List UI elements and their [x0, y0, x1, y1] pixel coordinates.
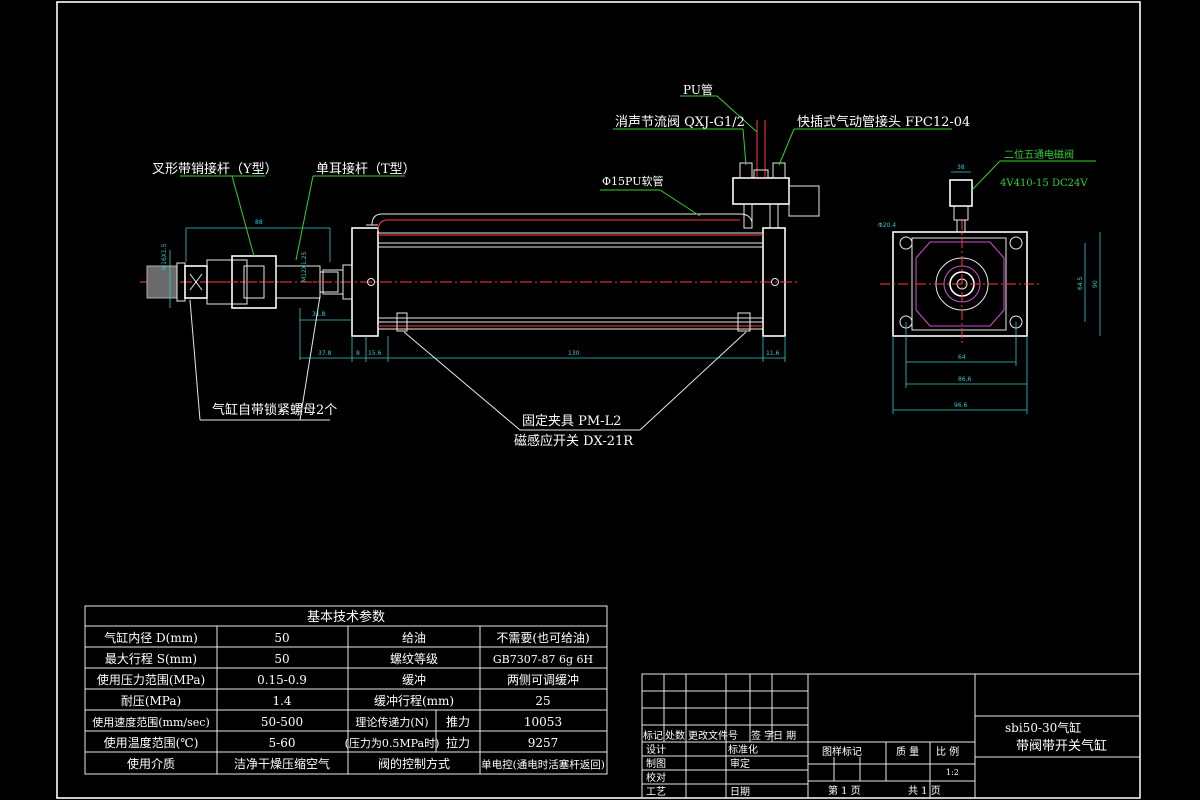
- tb-design: 设计: [646, 743, 666, 756]
- spec-title: 基本技术参数: [307, 609, 385, 625]
- label-quick-connector: 快插式气动管接头 FPC12-04: [797, 114, 970, 130]
- tb-h-sign: 签 字: [751, 729, 774, 742]
- label-fork-rod: 叉形带销接杆（Y型）: [152, 161, 278, 177]
- spec-r6-c1: 洁净干燥压缩空气: [234, 756, 330, 771]
- label-pu-hose: Φ15PU软管: [602, 174, 664, 188]
- tb-standardize: 标准化: [728, 743, 758, 756]
- dim-top-length: 88: [255, 219, 263, 226]
- tb-mass: 质 量: [896, 746, 919, 758]
- spec-r4-c3: 推力: [446, 715, 470, 729]
- spec-r3-c1: 1.4: [272, 694, 291, 708]
- tb-sheet: 第 1 页: [828, 784, 861, 797]
- spec-r5-c3: 拉力: [446, 735, 470, 750]
- spec-r6-c2: 阀的控制方式: [378, 756, 450, 771]
- dim-rod: 31.8: [312, 311, 326, 318]
- spec-r5-c2: (压力为0.5MPa时): [345, 737, 440, 750]
- spec-r4-c0: 使用速度范围(mm/sec): [92, 715, 209, 729]
- dim-l3: 15.6: [368, 350, 382, 357]
- spec-r5-c0: 使用温度范围(℃): [104, 735, 199, 750]
- label-fixture: 固定夹具 PM-L2: [522, 414, 622, 429]
- spec-r5-c4: 9257: [528, 736, 559, 750]
- spec-r4-c2: 理论传递力(N): [355, 715, 428, 729]
- label-valve-model: 4V410-15 DC24V: [1000, 178, 1088, 189]
- spec-r1-c2: 螺纹等级: [390, 652, 438, 666]
- dim-stroke: 130: [568, 350, 580, 357]
- spec-r3-c0: 耐压(MPa): [121, 694, 181, 708]
- label-valve-name: 二位五通电磁阀: [1004, 148, 1074, 161]
- dim-h2: 90: [1092, 280, 1099, 288]
- dim-h1: 64.5: [1077, 276, 1084, 290]
- tb-drawing-name-2: 带阀带开关气缸: [1016, 738, 1107, 754]
- dim-l1: 37.8: [318, 350, 332, 357]
- tb-stage-mark: 图样标记: [822, 745, 862, 758]
- cylinder-end-view: [880, 171, 1101, 414]
- tb-h-date: 日 期: [773, 730, 796, 742]
- spec-r1-c0: 最大行程 S(mm): [105, 651, 197, 666]
- spec-r6-c3: 单电控(通电时活塞杆返回): [481, 758, 605, 771]
- dim-w3: 96.6: [954, 402, 968, 409]
- spec-r2-c0: 使用压力范围(MPa): [97, 672, 205, 687]
- spec-r4-c4: 10053: [524, 715, 562, 729]
- dim-w2: 86.6: [958, 376, 972, 383]
- spec-r1-c3: GB7307-87 6g 6H: [493, 653, 593, 666]
- spec-r0-c0: 气缸内径 D(mm): [104, 630, 198, 645]
- dim-w1: 64: [958, 354, 966, 361]
- spec-r5-c1: 5-60: [269, 736, 296, 750]
- label-pu-tube: PU管: [683, 82, 713, 97]
- spec-r3-c3: 25: [535, 694, 550, 708]
- spec-row: 气缸内径 D(mm) 50 给油 不需要(也可给油) 最大行程 S(mm) 50…: [92, 630, 605, 771]
- label-nuts: 气缸自带锁紧螺母2个: [212, 402, 337, 418]
- spec-table: [84, 605, 608, 775]
- tb-h-doc: 更改文件号: [688, 729, 738, 742]
- dim-left-thread2: M12X1.25: [301, 252, 308, 282]
- cylinder-side-view: [140, 120, 820, 337]
- tb-drawing-name-1: sbi50-30气缸: [1005, 720, 1081, 735]
- spec-r2-c3: 两侧可调缓冲: [507, 672, 579, 687]
- tb-h-count: 处数: [665, 729, 685, 742]
- dim-bore: Φ20.4: [878, 222, 896, 229]
- spec-r4-c1: 50-500: [261, 715, 303, 729]
- spec-r0-c2: 给油: [402, 631, 426, 645]
- tb-check: 校对: [646, 771, 666, 784]
- dim-l4: 11.6: [766, 350, 780, 357]
- tb-approve: 审定: [730, 757, 750, 770]
- title-block: [641, 673, 1141, 799]
- spec-r3-c2: 缓冲行程(mm): [374, 693, 454, 708]
- tb-h-mark: 标记: [643, 730, 663, 742]
- dim-side: 38: [957, 164, 965, 171]
- dim-l2: 8: [356, 350, 360, 357]
- tb-process: 工艺: [646, 786, 666, 798]
- tb-scale: 比 例: [936, 745, 959, 758]
- rod-end-assembly: [146, 227, 786, 362]
- drawing-frame: [56, 1, 1141, 799]
- label-magnetic-switch: 磁感应开关 DX-21R: [514, 433, 634, 449]
- spec-r0-c3: 不需要(也可给油): [496, 631, 589, 645]
- spec-r2-c2: 缓冲: [402, 672, 426, 687]
- tb-date: 日期: [730, 786, 750, 798]
- tb-draw: 制图: [646, 757, 666, 770]
- tb-total: 共 1 页: [908, 785, 941, 797]
- label-muffler: 消声节流阀 QXJ-G1/2: [615, 115, 745, 130]
- spec-r2-c1: 0.15-0.9: [257, 673, 307, 687]
- dim-left-thread: M16X1.5: [161, 243, 168, 270]
- spec-r1-c1: 50: [274, 652, 289, 666]
- label-single-ear: 单耳接杆（T型）: [316, 161, 416, 177]
- spec-r6-c0: 使用介质: [127, 756, 175, 771]
- spec-r0-c1: 50: [274, 631, 289, 645]
- leaders: [180, 95, 1096, 431]
- tb-scale-value: 1:2: [946, 768, 959, 777]
